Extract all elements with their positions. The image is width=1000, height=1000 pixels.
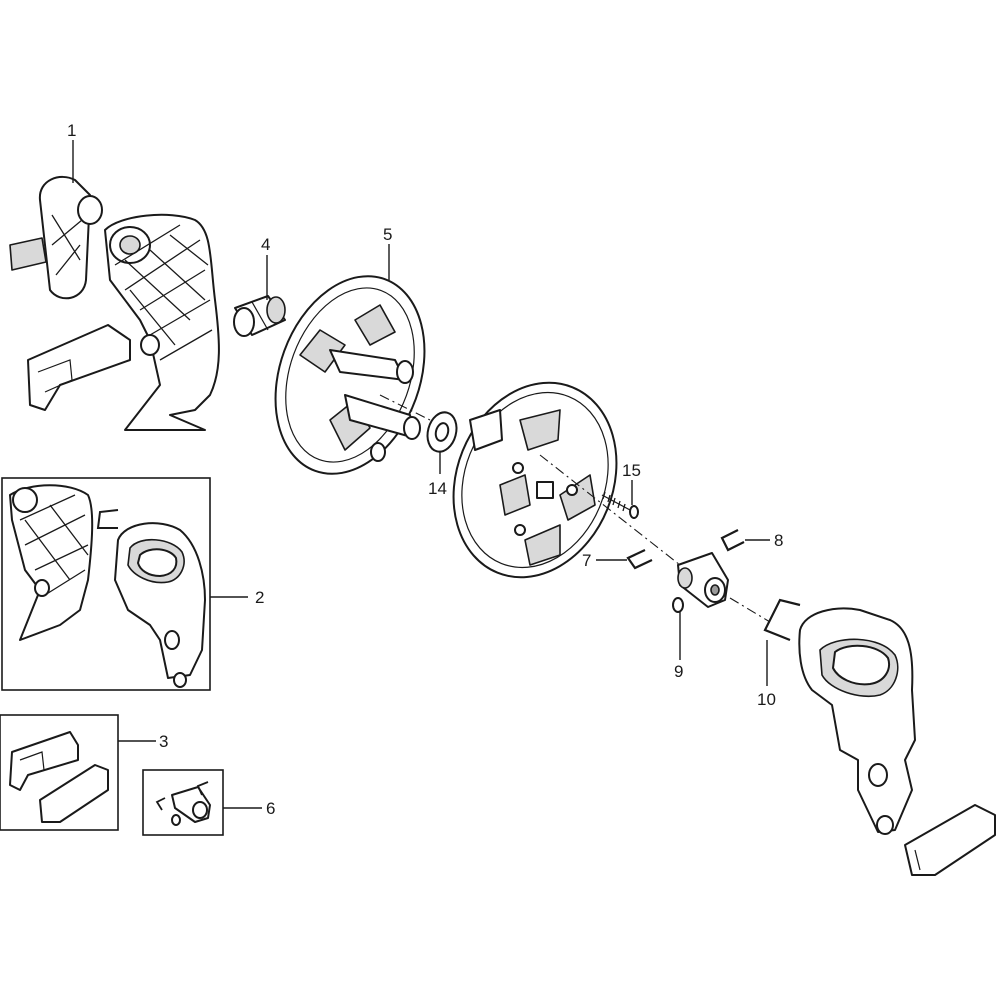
callout-15: 15 [622,461,641,480]
callout-4: 4 [261,235,270,254]
part-6-coupling-kit [155,781,211,826]
callout-6: 6 [266,799,275,818]
kit-box-3 [0,714,119,831]
callout-14: 14 [428,479,447,498]
part-5-left-reel-disc [274,275,426,475]
coupling-connector [677,552,729,608]
callout-2: 2 [255,588,264,607]
callout-8: 8 [774,531,783,550]
callout-1: 1 [67,121,76,140]
callout-5: 5 [383,225,392,244]
callout-3: 3 [159,732,168,751]
part-15-screw [601,491,639,519]
callout-7: 7 [582,551,591,570]
part-1-left-handle-assembly [9,175,220,431]
part-2-kit-frames [9,484,206,688]
part-4-bushing [233,295,286,337]
part-14-washer [426,411,458,453]
kit-box-2 [1,477,211,691]
kit-box-6 [142,769,224,836]
callout-labels: 1 2 3 4 5 6 7 8 9 10 14 15 [67,121,783,818]
right-reel-disc [452,381,618,579]
part-7-clip [626,549,653,570]
leader-lines [72,140,770,809]
callout-10: 10 [757,690,776,709]
part-9-o-ring [672,597,684,613]
part-3-foot-clips [9,731,109,823]
part-10-clip [763,598,801,642]
assembly-axis-right [539,454,771,623]
part-8-clip [720,529,745,552]
assembly-axis-left [379,394,431,421]
callout-9: 9 [674,662,683,681]
right-side-frame [798,607,996,876]
